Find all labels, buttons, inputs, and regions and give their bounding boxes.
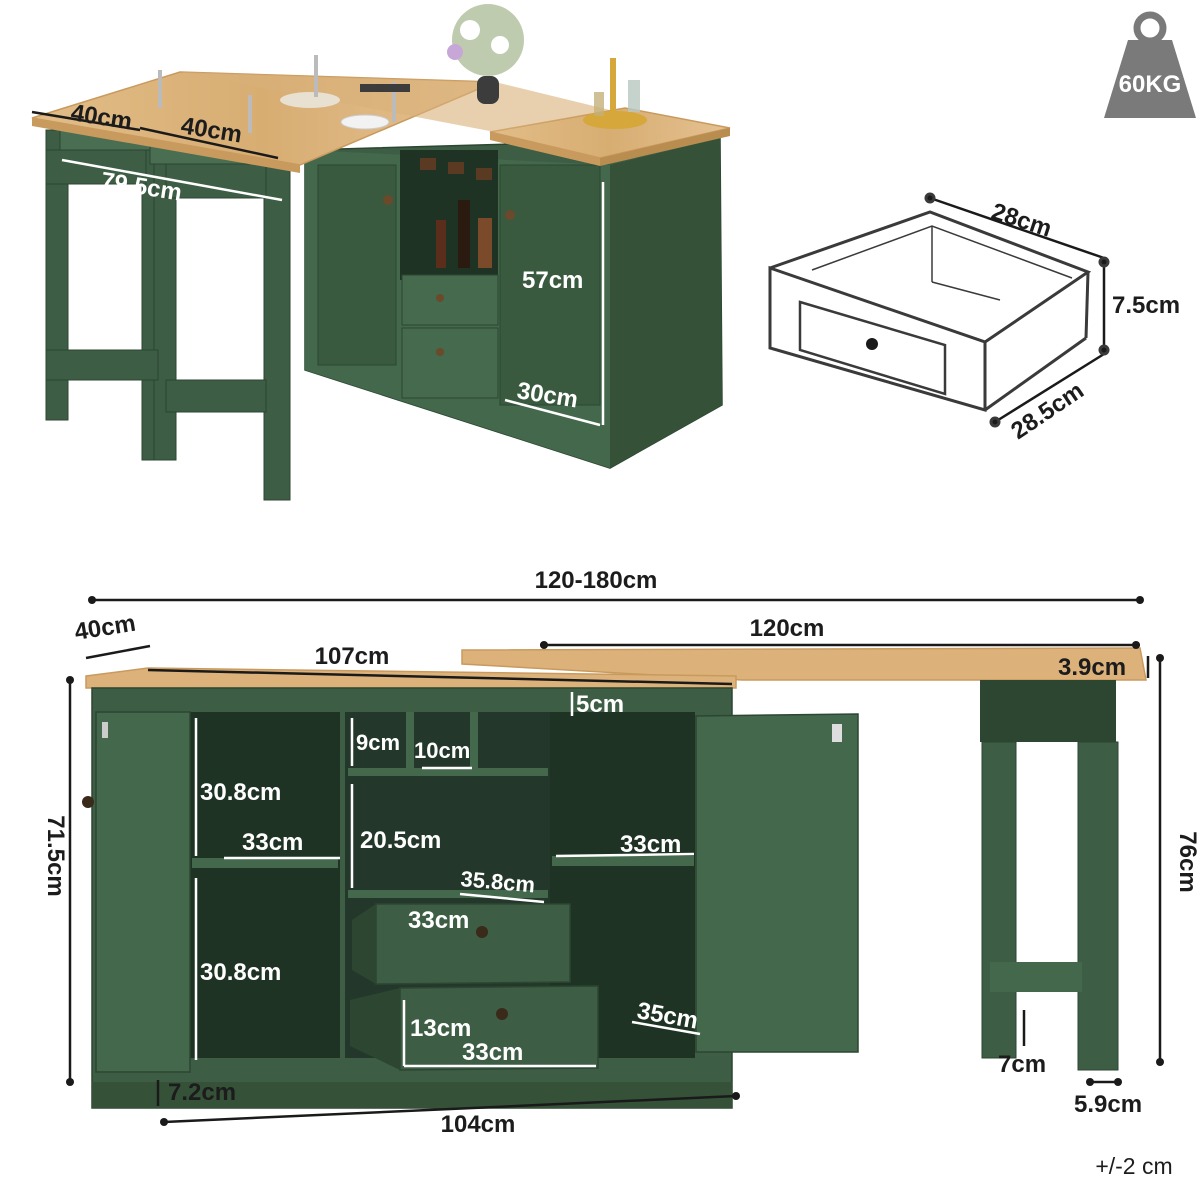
cabinet-body <box>304 137 723 469</box>
extension-table <box>461 641 1164 1086</box>
left-shelf-lower-label: 30.8cm <box>200 959 281 986</box>
front-view: 120-180cm <box>42 567 1200 1179</box>
top-thickness-label: 3.9cm <box>1058 654 1126 681</box>
left-shelf-width-label: 33cm <box>242 829 303 856</box>
drawer2-width-label: 33cm <box>462 1039 523 1066</box>
leg-gap-label: 7cm <box>998 1051 1046 1078</box>
cabinet-front <box>82 667 859 1109</box>
right-shelf-width-label: 33cm <box>620 831 681 858</box>
total-height-label: 71.5cm <box>42 815 69 896</box>
base-width-label: 104cm <box>441 1111 516 1138</box>
top-rail-label: 5cm <box>576 691 624 718</box>
table-top-length-label: 120cm <box>750 615 825 642</box>
top-view-labels: 40cm 40cm 79.5cm 57cm 30cm <box>69 99 583 413</box>
leg-width-label: 5.9cm <box>1074 1091 1142 1118</box>
drawer1-width-label: 33cm <box>408 907 469 934</box>
left-shelf-upper-label: 30.8cm <box>200 779 281 806</box>
front-dimension-lines <box>66 644 740 1126</box>
table-decor <box>158 4 647 133</box>
cabinet-height-label: 57cm <box>522 267 583 294</box>
cubby-width-label: 10cm <box>414 738 470 763</box>
depth-label: 40cm <box>73 610 138 646</box>
drawer-diagram <box>768 192 1110 428</box>
front-view-labels: 40cm 107cm 120cm 3.9cm 5cm 9cm 10cm 30.8… <box>42 610 1200 1179</box>
drawer-height-label: 7.5cm <box>1112 292 1180 319</box>
table-height-label: 76cm <box>1174 831 1200 892</box>
center-opening-label: 20.5cm <box>360 827 441 854</box>
weight-label: 60KG <box>1119 71 1182 98</box>
tolerance-label: +/-2 cm <box>1095 1153 1172 1179</box>
island-isometric-view: 40cm 40cm 79.5cm 57cm 30cm <box>31 4 731 501</box>
cubby-height-label: 9cm <box>356 730 400 755</box>
top-length-label: 107cm <box>315 643 390 670</box>
base-height-label: 7.2cm <box>168 1079 236 1106</box>
top-view-dimension-lines <box>31 110 605 427</box>
weight-badge: 60KG <box>1104 11 1196 118</box>
total-width-label: 120-180cm <box>535 567 658 594</box>
drawer2-height-label: 13cm <box>410 1015 471 1042</box>
weight-icon <box>1104 11 1196 118</box>
drawer-width-label: 28cm <box>988 198 1055 243</box>
